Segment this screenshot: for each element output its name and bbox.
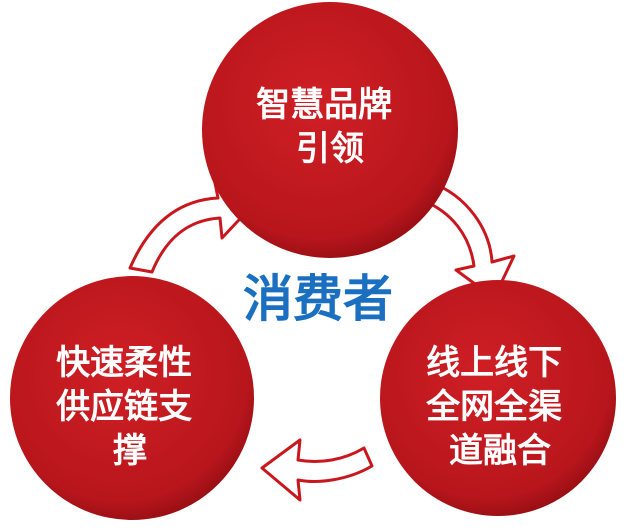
- node-top-line-2: 引领: [296, 129, 364, 169]
- node-right-label: 线上线下 全网全渠 道融合: [425, 343, 574, 471]
- node-right-line-1: 线上线下: [426, 343, 562, 383]
- node-circle-top: [202, 2, 458, 258]
- node-top-label: 智慧品牌 引领: [256, 85, 404, 169]
- center-label: 消费者: [243, 270, 393, 328]
- node-left-label: 快速柔性 供应链支 撑: [55, 343, 204, 471]
- node-right-line-3: 道融合: [449, 431, 551, 471]
- node-circle-right: [380, 280, 616, 516]
- node-left-line-3: 撑: [113, 431, 147, 471]
- node-left-line-1: 快速柔性: [56, 343, 192, 383]
- node-top-line-1: 智慧品牌: [256, 85, 392, 125]
- node-circle-left: [10, 276, 254, 520]
- arrow-right-to-bottom: [260, 438, 374, 502]
- node-left-line-2: 供应链支: [55, 387, 192, 427]
- node-right-line-2: 全网全渠: [425, 387, 562, 427]
